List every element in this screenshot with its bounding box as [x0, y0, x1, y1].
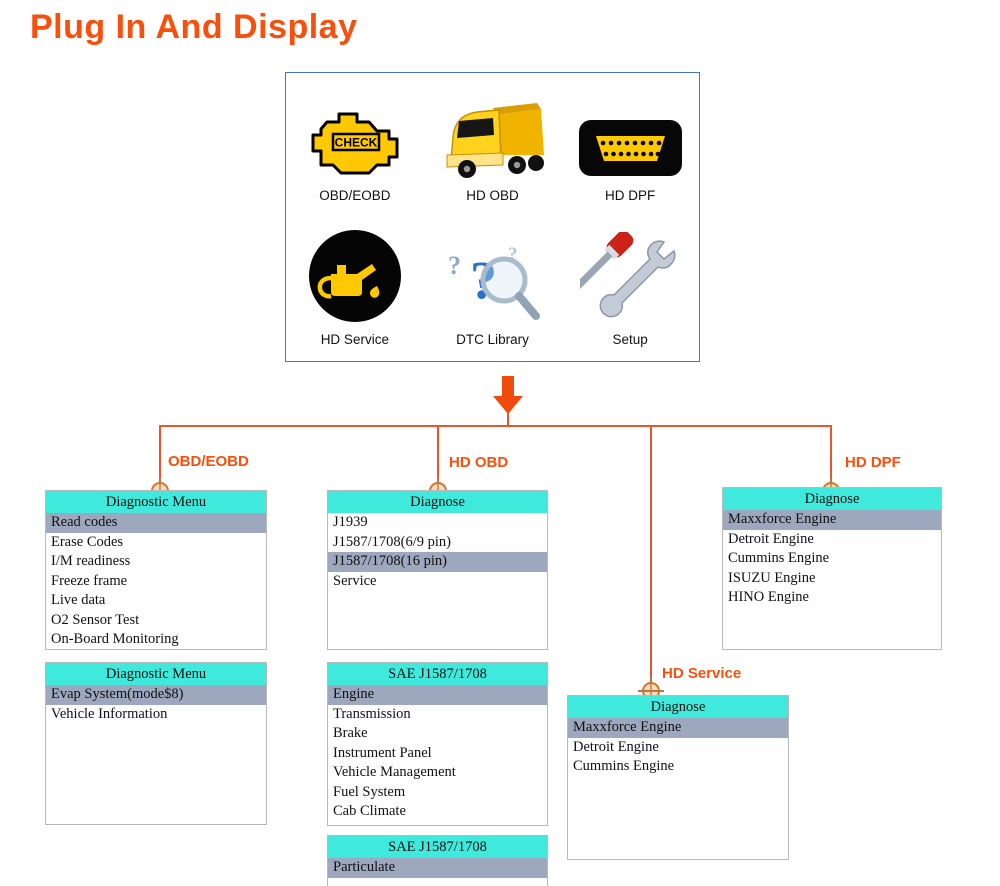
screen-title: Diagnose	[568, 696, 788, 718]
screen-title: Diagnostic Menu	[46, 491, 266, 513]
menu-item[interactable]: Evap System(mode$8)	[46, 685, 266, 705]
tile-label: HD Service	[320, 332, 389, 347]
menu-item[interactable]: Brake	[333, 725, 368, 741]
connector-obd-eobd	[159, 425, 161, 482]
menu-item[interactable]: Cab Climate	[333, 803, 406, 819]
tile-hd-obd[interactable]: HD OBD	[424, 73, 562, 217]
connector-hd-obd	[437, 425, 439, 482]
menu-item[interactable]: Freeze frame	[51, 572, 128, 589]
menu-item[interactable]: Cummins Engine	[728, 550, 830, 566]
menu-item[interactable]: I/M readiness	[51, 553, 131, 569]
screen-title: SAE J1587/1708	[328, 836, 547, 858]
tile-hd-dpf[interactable]: HD DPF	[561, 73, 699, 217]
menu-item[interactable]: Cummins Engine	[573, 758, 675, 774]
menu-item[interactable]: HINO Engine	[728, 589, 809, 605]
connector-hd-service	[650, 425, 652, 682]
menu-item[interactable]: Transmission	[333, 705, 411, 722]
truck-icon	[437, 95, 547, 180]
main-menu-panel: CHECK OBD/EOBD HD OBD	[285, 72, 700, 362]
menu-item[interactable]: Service	[333, 572, 377, 589]
branch-label-hd-service: HD Service	[662, 665, 742, 682]
menu-item[interactable]: Read codes	[46, 513, 266, 533]
screen-sae-j1587-1708-2: SAE J1587/1708 Particulate	[327, 835, 548, 886]
menu-item[interactable]: Vehicle Information	[51, 705, 168, 722]
screen-title: Diagnose	[723, 488, 941, 510]
menu-item[interactable]: Erase Codes	[51, 533, 124, 550]
tile-label: HD OBD	[466, 188, 519, 203]
menu-item[interactable]: Detroit Engine	[728, 530, 814, 547]
branch-label-hd-dpf: HD DPF	[845, 454, 901, 471]
svg-text:?: ?	[508, 244, 518, 265]
obd-connector-icon	[578, 116, 683, 180]
menu-item[interactable]: Live data	[51, 592, 106, 608]
svg-text:CHECK: CHECK	[334, 136, 377, 150]
page-title: Plug In And Display	[30, 8, 358, 46]
tile-setup[interactable]: Setup	[561, 217, 699, 361]
branch-label-obd-eobd: OBD/EOBD	[168, 453, 249, 470]
menu-item[interactable]: J1587/1708(16 pin)	[328, 552, 547, 572]
menu-item[interactable]: Maxxforce Engine	[568, 718, 788, 738]
screen-hd-obd-diagnose: Diagnose J1939 J1587/1708(6/9 pin) J1587…	[327, 490, 548, 650]
menu-item[interactable]: Maxxforce Engine	[723, 510, 941, 530]
screen-title: Diagnostic Menu	[46, 663, 266, 685]
menu-item[interactable]: J1939	[333, 514, 368, 530]
menu-item[interactable]: Instrument Panel	[333, 744, 432, 761]
tile-label: Setup	[612, 332, 648, 347]
menu-item[interactable]: On-Board Monitoring	[51, 631, 179, 647]
connector-horizontal	[159, 425, 832, 427]
screen-hd-dpf-diagnose: Diagnose Maxxforce Engine Detroit Engine…	[722, 487, 942, 650]
branch-label-hd-obd: HD OBD	[449, 454, 509, 471]
svg-text:?: ?	[448, 251, 461, 280]
tile-obd-eobd[interactable]: CHECK OBD/EOBD	[286, 73, 424, 217]
tile-label: OBD/EOBD	[319, 188, 391, 203]
screen-title: Diagnose	[328, 491, 547, 513]
tile-label: DTC Library	[456, 332, 529, 347]
connector-stem	[507, 412, 509, 427]
menu-item[interactable]: Particulate	[328, 858, 547, 878]
tile-dtc-library[interactable]: ? ? ? DTC Library	[424, 217, 562, 361]
tools-icon	[580, 232, 680, 324]
tile-hd-service[interactable]: HD Service	[286, 217, 424, 361]
screen-hd-service-diagnose: Diagnose Maxxforce Engine Detroit Engine…	[567, 695, 789, 860]
menu-item[interactable]: Vehicle Management	[333, 764, 456, 780]
connector-hd-dpf	[830, 425, 832, 481]
menu-item[interactable]: ISUZU Engine	[728, 569, 816, 586]
check-engine-icon: CHECK	[305, 102, 405, 180]
menu-item[interactable]: Engine	[328, 685, 547, 705]
screen-diagnostic-menu-2: Diagnostic Menu Evap System(mode$8) Vehi…	[45, 662, 267, 825]
screen-title: SAE J1587/1708	[328, 663, 547, 685]
oil-can-icon	[307, 228, 403, 324]
menu-item[interactable]: Detroit Engine	[573, 738, 659, 755]
menu-item[interactable]: O2 Sensor Test	[51, 611, 140, 628]
tile-label: HD DPF	[605, 188, 656, 203]
question-magnifier-icon: ? ? ?	[440, 234, 545, 324]
flow-arrow-icon	[493, 376, 523, 419]
screen-sae-j1587-1708: SAE J1587/1708 Engine Transmission Brake…	[327, 662, 548, 826]
screen-diagnostic-menu-1: Diagnostic Menu Read codes Erase Codes I…	[45, 490, 267, 650]
menu-item[interactable]: Fuel System	[333, 783, 406, 800]
menu-item[interactable]: J1587/1708(6/9 pin)	[333, 533, 452, 550]
